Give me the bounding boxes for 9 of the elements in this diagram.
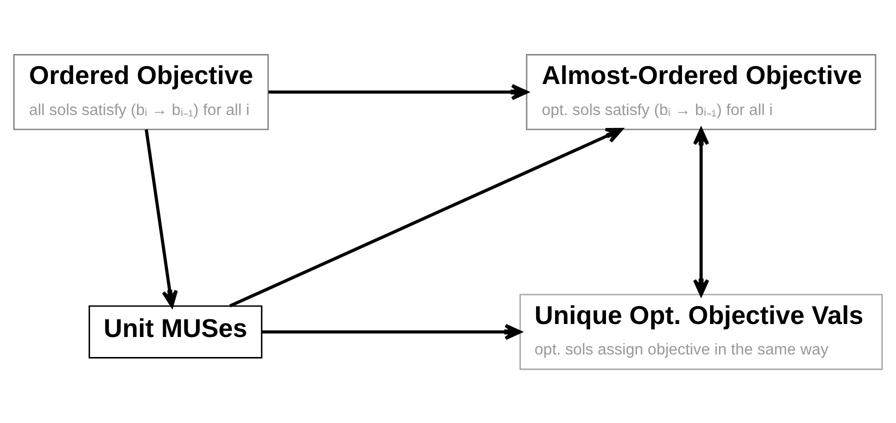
- node-box: Ordered Objective all sols satisfy (bᵢ → bᵢ₋₁) for all i: [13, 54, 269, 130]
- node-box: Unit MUSes: [88, 304, 262, 358]
- node-box: Almost-Ordered Objective opt. sols satisfy (bᵢ → bᵢ₋₁) for all i: [526, 54, 876, 130]
- arrow: [144, 128, 178, 307]
- arrow: [693, 127, 710, 296]
- arrow: [268, 84, 528, 100]
- arrow: [262, 323, 522, 340]
- node-box: Unique Opt. Objective Vals opt. sols assign objective in the same way: [519, 293, 883, 370]
- arrow: [229, 127, 623, 307]
